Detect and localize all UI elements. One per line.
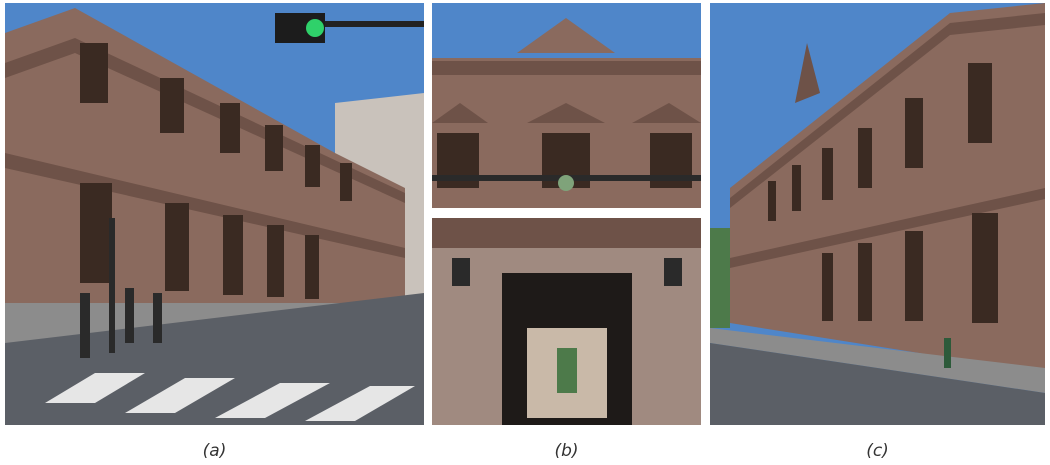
lintel bbox=[432, 218, 701, 248]
cornice-band bbox=[5, 38, 405, 203]
photo-panel-a bbox=[5, 3, 424, 425]
photo-panel-c bbox=[710, 3, 1045, 425]
building-facade bbox=[730, 3, 1045, 373]
sidewalk bbox=[710, 328, 1045, 393]
traffic-signal-arm bbox=[295, 21, 424, 27]
photo-panel-b-bottom bbox=[432, 218, 701, 425]
right-lantern-icon bbox=[664, 258, 682, 286]
pediment bbox=[517, 18, 615, 53]
photo-panel-b-top bbox=[432, 3, 701, 208]
upper-windows bbox=[80, 43, 352, 201]
spire bbox=[795, 43, 820, 103]
coat-of-arms bbox=[558, 175, 574, 191]
panel-caption-b: (b) bbox=[554, 441, 579, 461]
string-course bbox=[730, 188, 1045, 268]
upper-windows bbox=[768, 63, 992, 221]
cornice bbox=[432, 61, 701, 75]
green-light bbox=[306, 19, 324, 37]
courtyard-fountain bbox=[557, 348, 577, 393]
facade-detail-photo bbox=[432, 3, 701, 208]
panel-caption-c: (c) bbox=[866, 441, 889, 461]
lower-windows bbox=[822, 213, 998, 323]
window-pediments bbox=[432, 103, 701, 123]
lower-windows bbox=[80, 183, 319, 299]
building-street-photo-c bbox=[710, 3, 1045, 425]
left-lantern-icon bbox=[452, 258, 470, 286]
distant-tree bbox=[710, 228, 730, 328]
building-street-photo-a bbox=[5, 3, 424, 425]
panel-caption-a: (a) bbox=[202, 441, 227, 461]
bollard bbox=[944, 338, 951, 368]
street bbox=[710, 343, 1045, 425]
string-course bbox=[5, 153, 405, 258]
pedestrians bbox=[80, 218, 162, 358]
portal-photo bbox=[432, 218, 701, 425]
crosswalk-stripes bbox=[45, 373, 415, 421]
